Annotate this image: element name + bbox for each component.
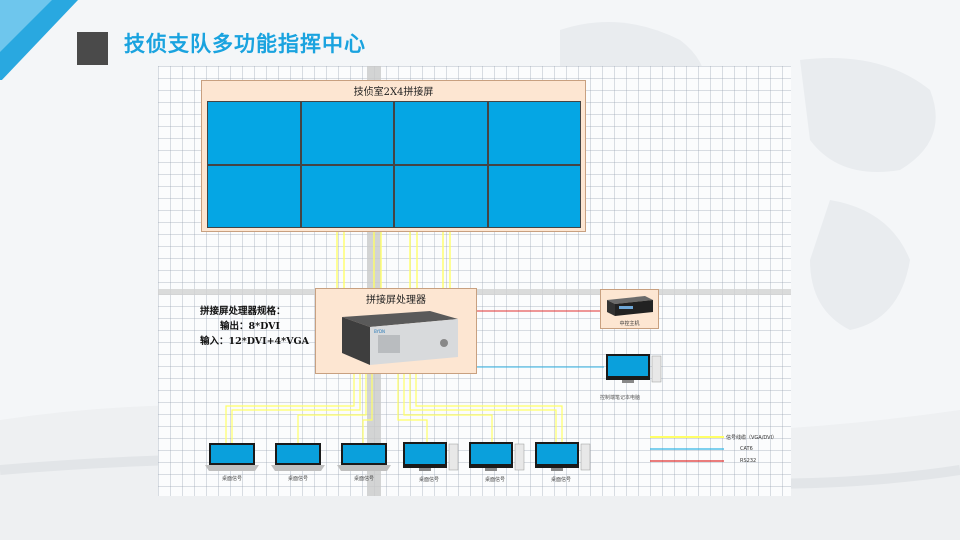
video-wall-title: 技侦室2X4拼接屏 [353,87,434,98]
source-label: 桌面信号 [353,476,374,482]
splice-processor: 拼接屏处理器 BYDN [315,288,477,374]
wall-panel [488,102,580,164]
source-label: 桌面信号 [484,477,505,483]
title-marker [77,32,108,65]
desktop-icon [403,442,459,471]
wall-panel [301,102,393,164]
wall-panel [208,102,300,164]
processor-spec: 拼接屏处理器规格： 输出：8*DVI 输入：12*DVI+4*VGA [200,304,309,349]
legend-rs232: RS232 [740,458,757,464]
page-title: 技侦支队多功能指挥中心 [124,32,366,56]
video-wall-panels [207,101,581,228]
server-icon [607,296,653,316]
svg-text:BYDN: BYDN [374,329,385,334]
processor-device-icon: BYDN [342,311,458,365]
laptop-icon [337,443,391,471]
legend-cat6: CAT6 [740,446,753,452]
legend-lines [650,436,724,462]
source-signal-cables [225,374,563,444]
desktop-icon [469,442,525,471]
corner-decoration [0,0,78,80]
control-monitor-label: 控制端笔记本电脑 [600,395,641,401]
spec-heading: 拼接屏处理器规格： [200,306,286,317]
wall-panel [395,102,487,164]
laptop-icon [205,443,259,471]
processor-title: 拼接屏处理器 [366,295,426,306]
laptop-icon [271,443,325,471]
wall-panel [488,165,580,227]
wall-panel [395,165,487,227]
desktop-icon [535,442,591,471]
wall-panel [208,165,300,227]
legend-signal: 信号线缆（VGA/DVI） [726,435,778,441]
video-wall: 技侦室2X4拼接屏 [201,80,586,232]
wall-signal-cables [336,232,451,288]
spec-output: 输出：8*DVI [220,321,280,332]
desktop-monitor-icon [606,354,662,383]
control-host: 中控主机 [600,289,659,329]
spec-input: 输入：12*DVI+4*VGA [200,336,309,347]
source-label: 桌面信号 [221,476,242,482]
control-host-label: 中控主机 [619,321,640,327]
source-label: 桌面信号 [550,477,571,483]
wall-panel [301,165,393,227]
source-label: 桌面信号 [287,476,308,482]
source-label: 桌面信号 [418,477,439,483]
